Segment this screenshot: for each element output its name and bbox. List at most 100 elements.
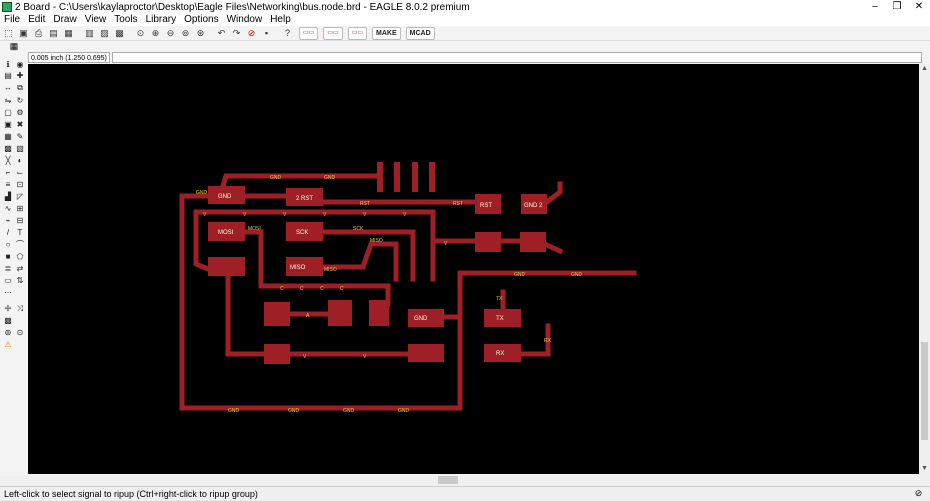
command-line-input[interactable] bbox=[112, 52, 922, 63]
arc-icon[interactable]: ⌒ bbox=[16, 240, 24, 249]
menu-tools[interactable]: Tools bbox=[114, 14, 138, 25]
folder-icon[interactable]: ▩ bbox=[115, 27, 124, 38]
vertical-scroll-thumb[interactable] bbox=[921, 342, 928, 440]
make-button[interactable]: MAKE bbox=[372, 26, 401, 40]
autorouter-icon[interactable]: ⌁ bbox=[5, 216, 11, 225]
group-icon[interactable]: ▢ bbox=[4, 108, 12, 117]
move-icon[interactable]: ↔ bbox=[4, 83, 12, 92]
rx-trace bbox=[517, 323, 551, 357]
rotate-icon[interactable]: ↻ bbox=[16, 96, 24, 105]
menu-draw[interactable]: Draw bbox=[53, 14, 77, 25]
attribute-icon[interactable]: ⇅ bbox=[16, 276, 24, 285]
scroll-down-icon[interactable]: ▼ bbox=[921, 465, 928, 472]
help-icon[interactable]: ? bbox=[284, 27, 290, 38]
warning-icon[interactable]: ⚠ bbox=[4, 340, 12, 349]
menu-window[interactable]: Window bbox=[226, 14, 263, 25]
open-icon[interactable]: ⬚ bbox=[4, 27, 13, 38]
board-icon[interactable]: ▩ bbox=[4, 316, 12, 325]
rect-icon[interactable]: ■ bbox=[5, 252, 11, 261]
print-icon[interactable]: ⎙ bbox=[34, 27, 43, 38]
drc-icon[interactable]: ⊚ bbox=[4, 328, 12, 337]
maximize-button[interactable]: ❐ bbox=[892, 1, 902, 12]
route-multi-icon[interactable]: ⤨ bbox=[16, 304, 24, 313]
part-label: GND 2 bbox=[524, 203, 543, 209]
route-icon[interactable]: ⌐ bbox=[5, 168, 11, 177]
cam-icon[interactable]: ▤ bbox=[49, 27, 58, 38]
ratsnest-icon[interactable]: ⊞ bbox=[16, 204, 24, 213]
design-link-button[interactable]: ▭▭ bbox=[299, 26, 319, 40]
gnd-trace bbox=[179, 193, 637, 411]
meander-icon[interactable]: ∿ bbox=[4, 204, 12, 213]
script-icon[interactable]: ▨ bbox=[100, 27, 109, 38]
net-label: RST bbox=[360, 201, 370, 207]
info-icon[interactable]: ℹ bbox=[6, 60, 10, 69]
hole-icon[interactable]: ▭ bbox=[4, 276, 12, 285]
smash-icon[interactable]: ▟ bbox=[4, 192, 12, 201]
change-icon[interactable]: ⚙ bbox=[16, 108, 24, 117]
signal-icon[interactable]: ≡ bbox=[5, 180, 11, 189]
undo-icon[interactable]: ↶ bbox=[217, 27, 226, 38]
zoom-redraw-icon[interactable]: ⊚ bbox=[181, 27, 190, 38]
zoom-in-icon[interactable]: ⊕ bbox=[151, 27, 160, 38]
menu-file[interactable]: File bbox=[4, 14, 21, 25]
mcad-button[interactable]: MCAD bbox=[405, 26, 435, 40]
pad-vu bbox=[369, 300, 389, 326]
paste-icon[interactable]: ▣ bbox=[4, 120, 12, 129]
board-canvas[interactable]: GND 2 RST RST GND 2 MOSI SCK MISO GND TX… bbox=[28, 64, 919, 474]
polygon-icon[interactable]: ⬠ bbox=[16, 252, 24, 261]
go-icon[interactable]: ▪ bbox=[264, 27, 269, 38]
horizontal-scrollbar[interactable] bbox=[28, 474, 919, 486]
text-icon[interactable]: T bbox=[17, 228, 23, 237]
ripup-tool-icon[interactable]: ⊟ bbox=[16, 216, 24, 225]
ripup-icon[interactable]: ⌙ bbox=[16, 168, 24, 177]
ulp-icon[interactable]: ▥ bbox=[85, 27, 94, 38]
delete-icon[interactable]: ✖ bbox=[16, 120, 24, 129]
split-icon[interactable]: ╳ bbox=[5, 156, 11, 165]
net-label: C bbox=[340, 286, 344, 292]
wrench-icon[interactable]: ✎ bbox=[16, 132, 24, 141]
circle-icon[interactable]: ○ bbox=[5, 240, 11, 249]
pcb-quote-button[interactable]: ▭▭ bbox=[323, 26, 343, 40]
menu-library[interactable]: Library bbox=[145, 14, 177, 25]
stop-icon[interactable]: ⊘ bbox=[247, 27, 256, 38]
grid-icon[interactable]: ▦ bbox=[9, 41, 19, 51]
close-button[interactable]: ✕ bbox=[914, 1, 924, 12]
eye-icon[interactable]: ◉ bbox=[16, 60, 24, 69]
save-icon[interactable]: ▣ bbox=[19, 27, 28, 38]
zoom-out-icon[interactable]: ⊖ bbox=[166, 27, 175, 38]
vertical-scrollbar[interactable]: ▲ ▼ bbox=[919, 64, 930, 474]
lock-icon[interactable]: ▧ bbox=[16, 144, 24, 153]
replace-icon[interactable]: ▩ bbox=[4, 144, 12, 153]
menu-help[interactable]: Help bbox=[270, 14, 291, 25]
mark-icon[interactable]: ✚ bbox=[16, 71, 24, 80]
optimize-icon[interactable]: ◐ bbox=[17, 156, 23, 165]
minimize-button[interactable]: – bbox=[872, 1, 878, 12]
copy-icon[interactable]: ⧉ bbox=[17, 83, 23, 92]
dimension-icon[interactable]: ⋯ bbox=[4, 288, 12, 297]
erc-icon[interactable]: ⊙ bbox=[16, 328, 24, 337]
pad-gnd-2 bbox=[521, 194, 547, 214]
zoom-fit-icon[interactable]: ⊙ bbox=[136, 27, 145, 38]
status-bar: Left-click to select signal to ripup (Ct… bbox=[0, 486, 930, 501]
wire-icon[interactable]: / bbox=[6, 228, 10, 237]
horizontal-scroll-thumb[interactable] bbox=[438, 476, 458, 484]
measure-icon[interactable]: ✢ bbox=[4, 304, 12, 313]
menu-options[interactable]: Options bbox=[184, 14, 219, 25]
pad-miso bbox=[286, 257, 323, 276]
toolbar-separator bbox=[77, 28, 81, 39]
wp-to-go-button[interactable]: ▭▭ bbox=[347, 26, 368, 40]
add-icon[interactable]: ▦ bbox=[4, 132, 12, 141]
miter-icon[interactable]: ◸ bbox=[16, 192, 24, 201]
schematic-icon[interactable]: ▦ bbox=[64, 27, 73, 38]
zoom-select-icon[interactable]: ⊛ bbox=[196, 27, 205, 38]
stack-icon[interactable]: ≣ bbox=[4, 264, 12, 273]
menu-edit[interactable]: Edit bbox=[28, 14, 46, 25]
menu-view[interactable]: View bbox=[84, 14, 107, 25]
arrows-icon[interactable]: ⇄ bbox=[16, 264, 24, 273]
mirror-icon[interactable]: ⇋ bbox=[4, 96, 12, 105]
layer-icon[interactable]: ▤ bbox=[4, 71, 12, 80]
redo-icon[interactable]: ↷ bbox=[232, 27, 241, 38]
stop-command-icon[interactable]: ⊘ bbox=[914, 488, 923, 498]
scroll-up-icon[interactable]: ▲ bbox=[921, 65, 928, 72]
via-icon[interactable]: ⊡ bbox=[16, 180, 24, 189]
